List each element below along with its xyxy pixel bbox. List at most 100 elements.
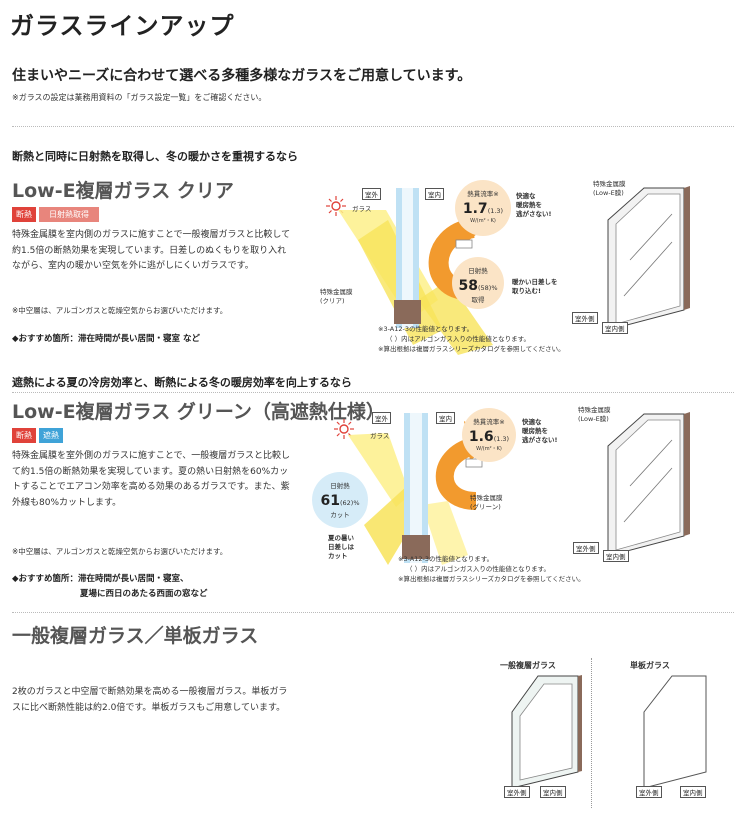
page-title: ガラスラインアップ <box>10 12 235 40</box>
section3-body: 2枚のガラスと中空層で断熱効果を高める一般複層ガラス。単板ガラスに比べ断熱性能は… <box>12 687 288 713</box>
air-layer <box>410 413 422 563</box>
note-line: （ ）内はアルゴンガス入りの性能値となります。 <box>386 335 531 343</box>
badge-solar-gain: 日射熱取得 <box>39 207 99 222</box>
section2-subnote: ※中空層は、アルゴンガスと乾燥空気からお選びいただけます。 <box>12 547 228 556</box>
note-line: ※算出根拠は複層ガラスシリーズカタログを参照してください。 <box>398 575 585 583</box>
label-glass: ガラス <box>370 432 390 440</box>
sun-icon <box>326 196 346 216</box>
heater-icon <box>465 458 483 468</box>
label-outdoor: 室外 <box>372 412 391 424</box>
section2-headline: 遮熱による夏の冷房効率と、断熱による冬の暖房効率を向上するなら <box>12 376 352 389</box>
section1-notes: ※3-A12-3の性能値となります。 （ ）内はアルゴンガス入りの性能値となりま… <box>378 324 565 354</box>
solar-label: 日射熱 <box>468 267 488 275</box>
double-inside-label: 室内側 <box>540 786 566 798</box>
solar-circle: 日射熱 58(58)% 取得 <box>452 257 504 309</box>
solar-note: 夏の暑い 日差しは カット <box>328 534 354 560</box>
section2-body: 特殊金属膜を室外側のガラスに施すことで、一般複層ガラスと比較して約1.5倍の断熱… <box>12 451 291 508</box>
pane-label: 特殊金属膜 (Low-E膜) <box>593 180 626 197</box>
section1-recommend: ◆おすすめ箇所：滞在時間が長い居間・寝室 など <box>12 334 200 344</box>
solar-paren: (62) <box>339 499 354 507</box>
label-indoor: 室内 <box>436 412 455 424</box>
label-coating: 特殊金属膜 (グリーン) <box>470 494 503 511</box>
pane-inside-label: 室内側 <box>602 322 628 334</box>
glass-pane-outer <box>404 413 410 563</box>
spacer <box>402 535 430 559</box>
solar-value: 61 <box>320 493 340 509</box>
sunlight-ray <box>348 433 410 507</box>
header-note: ※ガラスの設定は業務用資料の「ガラス設定一覧」をご確認ください。 <box>12 93 267 102</box>
note-line: （ ）内はアルゴンガス入りの性能値となります。 <box>406 565 551 573</box>
label-glass: ガラス <box>352 205 372 213</box>
solar-unit: % <box>353 499 360 507</box>
glass-pane-inner <box>413 188 419 328</box>
section2-badges: 断熱 遮熱 <box>12 428 63 443</box>
note-line: ※3-A12-3の性能値となります。 <box>378 325 474 333</box>
pane-outside-label: 室外側 <box>572 312 598 324</box>
note-line: ※算出根拠は複層ガラスシリーズカタログを参照してください。 <box>378 345 565 353</box>
divider <box>12 392 734 393</box>
section2-pane <box>607 412 690 557</box>
heat-paren: (1.3) <box>493 435 510 443</box>
section2-recommend-2: 夏場に西日のあたる西面の窓など <box>80 589 208 599</box>
section1-name: Low-E複層ガラス クリア <box>12 180 234 202</box>
section1-pane <box>607 186 690 331</box>
solar-note: 暖かい日差しを 取り込む! <box>512 278 558 295</box>
solar-unit: % <box>491 284 498 292</box>
section1-body: 特殊金属膜を室内側のガラスに施すことで一般複層ガラスと比較して約1.5倍の断熱効… <box>12 230 291 272</box>
solar-label: 日射熱 <box>330 482 350 490</box>
sunlight-ray <box>422 501 468 565</box>
solar-paren: (58) <box>477 284 492 292</box>
heat-note: 快適な 暖房熱を 逃がさない! <box>522 418 558 444</box>
sun-icon <box>334 419 354 439</box>
label-outdoor: 室外 <box>362 188 381 200</box>
section1-subnote: ※中空層は、アルゴンガスと乾燥空気からお選びいただけます。 <box>12 306 228 315</box>
pane-outside-label: 室外側 <box>573 542 599 554</box>
section1-badges: 断熱 日射熱取得 <box>12 207 99 222</box>
sunlight-ray <box>418 280 493 355</box>
pane-inside-label: 室内側 <box>603 550 629 562</box>
divider <box>12 612 734 613</box>
air-layer <box>402 188 413 328</box>
heat-label: 熱貫流率※ <box>467 190 499 198</box>
single-glass-title: 単板ガラス <box>630 661 670 670</box>
single-inside-label: 室内側 <box>680 786 706 798</box>
solar-value: 58 <box>458 278 478 294</box>
divider <box>12 126 734 127</box>
double-glass-illustration <box>511 675 582 789</box>
badge-heat-shield: 遮熱 <box>39 428 63 443</box>
pane-label: 特殊金属膜 (Low-E膜) <box>578 406 611 423</box>
glass-pane-outer <box>396 188 402 328</box>
section2-diagram <box>334 413 494 565</box>
badge-insulation: 断熱 <box>12 428 36 443</box>
spacer <box>394 300 421 324</box>
single-glass-illustration <box>643 675 707 789</box>
heat-value: 1.7 <box>462 201 488 217</box>
heat-unit: W/(m²・K) <box>470 218 496 224</box>
solar-sub: 取得 <box>471 296 485 304</box>
double-outside-label: 室外側 <box>504 786 530 798</box>
divider-vertical <box>591 658 592 808</box>
glass-pane-inner <box>422 413 428 563</box>
single-outside-label: 室外側 <box>636 786 662 798</box>
heat-paren: (1.3) <box>487 207 504 215</box>
solar-sub: カット <box>330 511 350 519</box>
heat-label: 熱貫流率※ <box>473 418 505 426</box>
note-line: ※3-A12-3の性能値となります。 <box>398 555 494 563</box>
heat-circle: 熱貫流率※ 1.6(1.3) W/(m²・K) <box>462 408 516 462</box>
heat-note: 快適な 暖房熱を 逃がさない! <box>516 192 552 218</box>
section3-name: 一般複層ガラス／単板ガラス <box>12 625 259 647</box>
section2-recommend-1: ◆おすすめ箇所：滞在時間が長い居間・寝室、 <box>12 574 189 584</box>
label-coating: 特殊金属膜 (クリア) <box>320 288 353 305</box>
double-glass-title: 一般複層ガラス <box>500 661 556 670</box>
heat-circle: 熱貫流率※ 1.7(1.3) W/(m²・K) <box>455 180 511 236</box>
section2-notes: ※3-A12-3の性能値となります。 （ ）内はアルゴンガス入りの性能値となりま… <box>398 554 585 584</box>
section1-headline: 断熱と同時に日射熱を取得し、冬の暖かさを重視するなら <box>12 150 298 163</box>
label-indoor: 室内 <box>425 188 444 200</box>
heater-icon <box>455 239 473 249</box>
heat-unit: W/(m²・K) <box>476 446 502 452</box>
lead-text: 住まいやニーズに合わせて選べる多種多様なガラスをご用意しています。 <box>12 68 472 84</box>
heat-value: 1.6 <box>468 429 494 445</box>
badge-insulation: 断熱 <box>12 207 36 222</box>
solar-circle: 日射熱 61(62)% カット <box>312 472 368 528</box>
section2-name: Low-E複層ガラス グリーン（高遮熱仕様） <box>12 401 385 423</box>
